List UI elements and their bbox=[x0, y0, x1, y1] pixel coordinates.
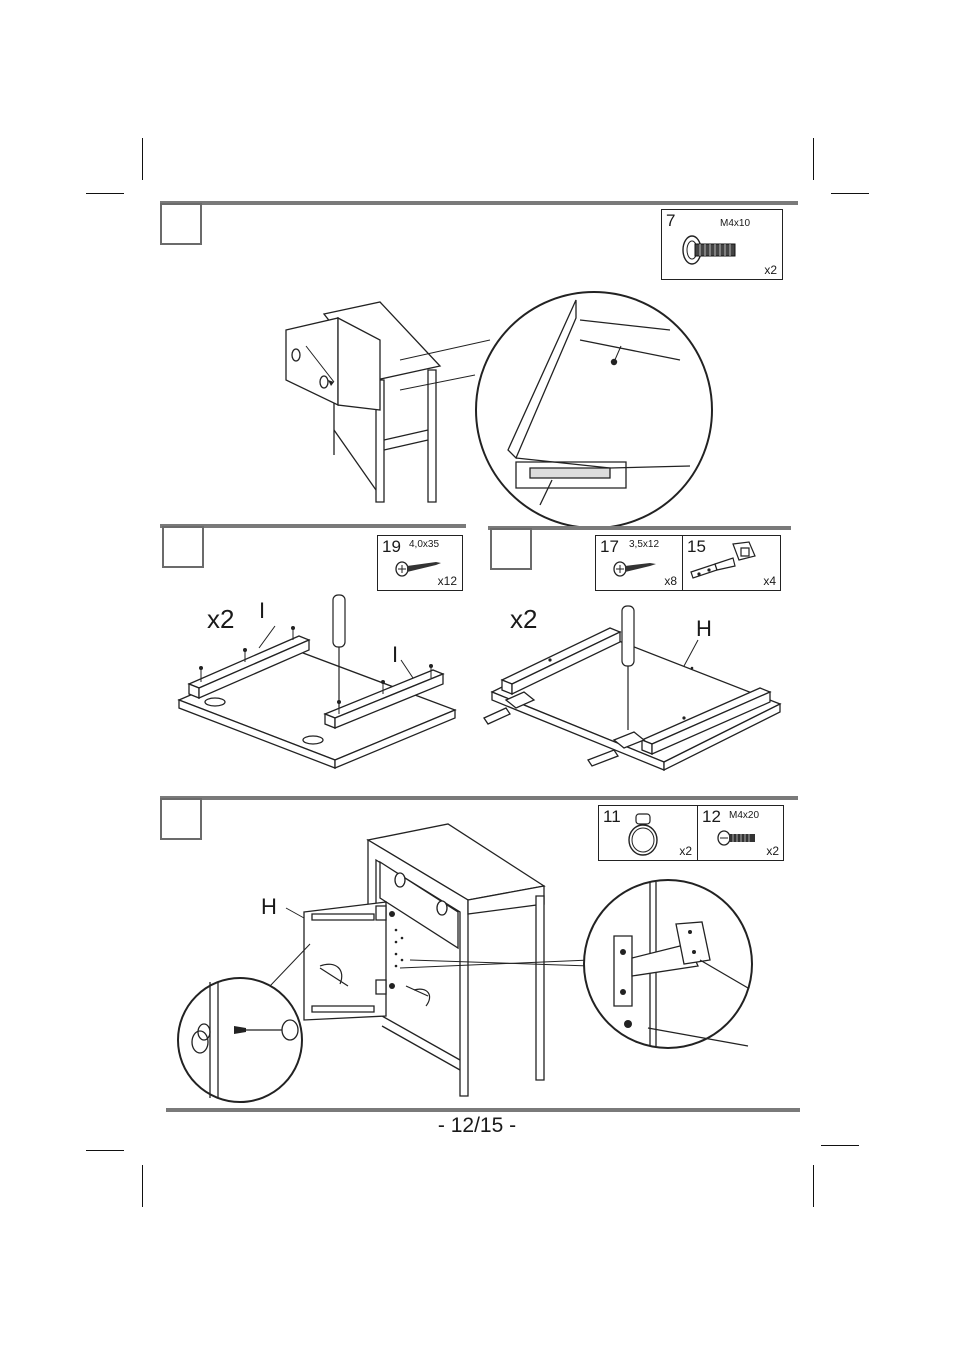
multiplier-label: x2 bbox=[207, 604, 235, 634]
part-qty: x2 bbox=[766, 844, 779, 858]
step-number-box bbox=[160, 203, 202, 245]
screw-icon bbox=[612, 556, 656, 578]
multiplier-label: x2 bbox=[510, 604, 538, 634]
part-qty: x12 bbox=[437, 574, 457, 588]
step-divider bbox=[160, 201, 798, 205]
door-hinge-illustration bbox=[170, 820, 760, 1110]
part-label: I bbox=[392, 642, 399, 667]
page-number: - 12/15 - bbox=[437, 1114, 517, 1137]
part-spec: 3,5x12 bbox=[629, 539, 660, 550]
part-number: 11 bbox=[603, 807, 621, 826]
part-spec: M4x20 bbox=[729, 810, 760, 821]
step-divider bbox=[160, 524, 466, 528]
crop-mark bbox=[142, 138, 143, 180]
bolt-icon bbox=[680, 230, 740, 270]
panel-rail-illustration bbox=[175, 590, 465, 770]
part-cell: 11 x2 bbox=[599, 806, 697, 860]
crop-mark bbox=[142, 1165, 143, 1207]
step-divider bbox=[488, 526, 791, 530]
panel-hinge-illustration bbox=[484, 600, 784, 772]
crop-mark bbox=[813, 138, 814, 180]
ring-pull-icon bbox=[625, 812, 661, 858]
crop-mark bbox=[813, 1165, 814, 1207]
step-number-box bbox=[490, 528, 532, 570]
bolt-icon bbox=[716, 826, 755, 848]
footer-divider bbox=[166, 1108, 800, 1112]
part-qty: x4 bbox=[763, 574, 776, 588]
part-spec: M4x10 bbox=[720, 218, 751, 229]
part-cell: 7 M4x10 x2 bbox=[662, 210, 782, 279]
drawer-bolt-illustration bbox=[280, 290, 800, 522]
parts-box: 19 4,0x35 x12 bbox=[377, 535, 463, 591]
part-cell: 15 x4 bbox=[682, 536, 781, 590]
crop-mark bbox=[86, 1150, 124, 1151]
part-number: 19 bbox=[382, 537, 401, 556]
hinge-icon bbox=[689, 540, 761, 580]
part-cell: 19 4,0x35 x12 bbox=[378, 536, 462, 590]
part-cell: 12 M4x20 x2 bbox=[697, 806, 784, 860]
crop-mark bbox=[821, 1145, 859, 1146]
part-spec: 4,0x35 bbox=[409, 539, 440, 550]
part-number: 12 bbox=[702, 807, 721, 826]
part-number: 15 bbox=[687, 537, 706, 556]
part-qty: x2 bbox=[679, 844, 692, 858]
crop-mark bbox=[86, 193, 124, 194]
step-divider bbox=[160, 796, 798, 800]
part-qty: x8 bbox=[664, 574, 677, 588]
parts-box: 7 M4x10 x2 bbox=[661, 209, 783, 280]
parts-box: 11 x2 12 M4x20 x2 bbox=[598, 805, 784, 861]
step-number-box bbox=[160, 798, 202, 840]
crop-mark bbox=[831, 193, 869, 194]
part-label: I bbox=[259, 598, 266, 623]
part-qty: x2 bbox=[764, 263, 777, 277]
wood-screw-icon bbox=[394, 556, 441, 578]
step-number-box bbox=[162, 526, 204, 568]
parts-box: 17 3,5x12 x8 15 x4 bbox=[595, 535, 781, 591]
part-number: 17 bbox=[600, 537, 619, 556]
part-label: H bbox=[696, 616, 712, 641]
part-label: H bbox=[261, 894, 277, 919]
part-number: 7 bbox=[666, 211, 676, 230]
part-cell: 17 3,5x12 x8 bbox=[596, 536, 682, 590]
